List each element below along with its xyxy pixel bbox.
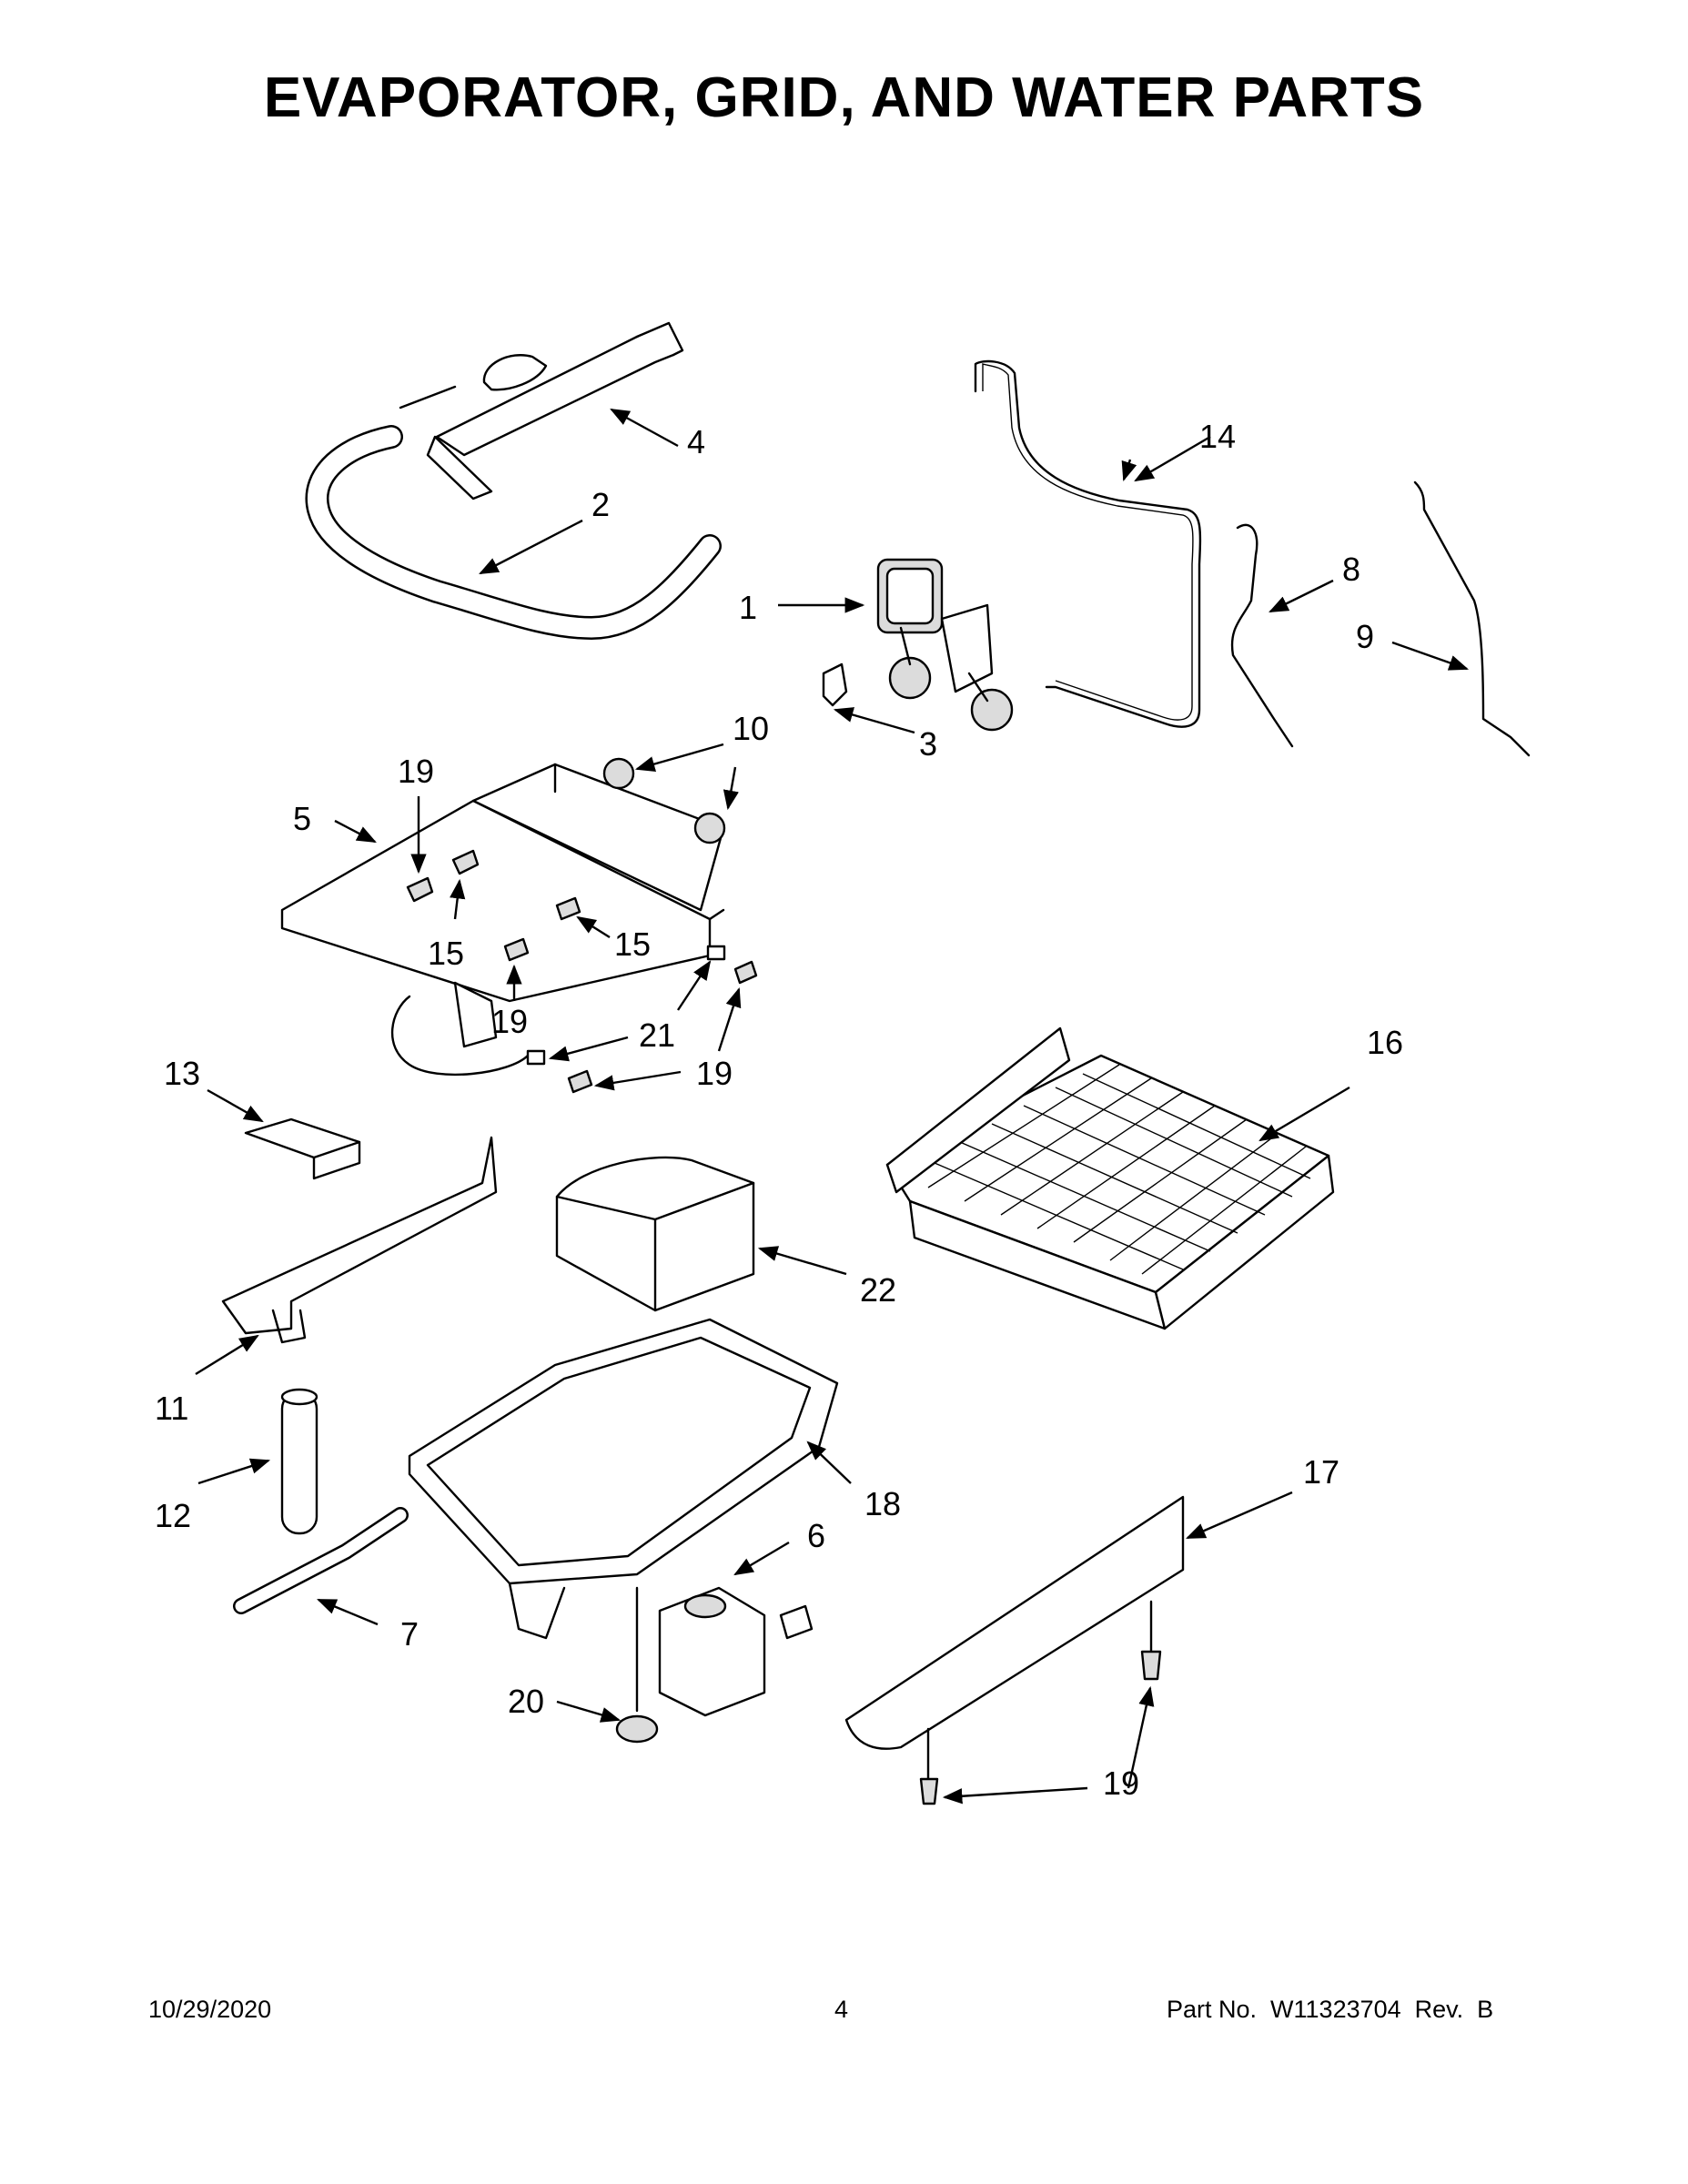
water-tube-9-part [1413,480,1531,757]
ice-grid-16-part [885,1026,1335,1330]
callout-16: 16 [1367,1024,1403,1061]
callout-19a: 19 [398,753,434,790]
callout-5: 5 [293,800,311,837]
callout-19b: 19 [491,1003,528,1040]
callout-labels: 1 2 3 4 5 6 7 8 9 10 11 12 13 14 15 15 1… [155,418,1403,1802]
callout-17: 17 [1303,1453,1339,1491]
screw-19f-part [919,1777,939,1805]
clip-part [822,662,848,707]
screw-19c-part [733,960,758,985]
callout-7: 7 [400,1615,419,1653]
drain-pan-18-part [408,1318,839,1640]
screw-15b-part [555,896,581,921]
callout-15b: 15 [614,925,651,963]
evaporator-bracket-5-part [280,763,725,1077]
evaporator-tube-part [305,425,722,640]
grommet-10b-part [693,812,726,844]
callout-1: 1 [739,589,757,626]
bracket-13-part [244,1117,361,1180]
leader-arrows [195,408,1470,1805]
callout-22: 22 [860,1271,896,1309]
page-title: EVAPORATOR, GRID, AND WATER PARTS [263,66,1425,129]
callout-9: 9 [1356,618,1374,655]
footer-part-number: Part No. W11323704 Rev. B [1167,1996,1494,2023]
screw-19a-part [406,876,434,903]
water-tube-8-part [1230,523,1294,748]
grommet-10a-part [602,757,635,790]
callout-19c: 19 [696,1055,733,1092]
callout-11: 11 [155,1390,188,1427]
callout-19e: 19 [1103,1764,1139,1802]
pump-6-part [658,1586,814,1717]
water-valve-part [876,558,1014,732]
callout-12: 12 [155,1497,191,1534]
callout-14: 14 [1199,418,1236,455]
callout-13: 13 [164,1055,200,1092]
screw-19e-part [1140,1650,1162,1681]
callout-18: 18 [864,1485,901,1522]
cover-22-part [555,1156,755,1312]
callout-21: 21 [639,1016,675,1054]
evaporator-bracket-part [399,321,684,500]
drain-tube-12-part [280,1390,318,1535]
callout-6: 6 [807,1517,825,1554]
nut-20-part [615,1714,659,1744]
screw-15a-part [451,849,480,875]
clip-21a-part [706,945,726,961]
callout-20: 20 [508,1683,544,1720]
callout-4: 4 [687,423,705,460]
panel-17-part [844,1495,1185,1750]
footer-page-number: 4 [834,1996,849,2023]
callout-3: 3 [919,725,937,763]
screw-19b-part [503,937,530,962]
water-trough-part [221,1136,498,1335]
footer-date: 10/29/2020 [148,1996,272,2023]
screw-19d-part [567,1069,593,1094]
callout-10: 10 [733,710,769,747]
water-tube-14-part [974,359,1202,728]
callout-8: 8 [1342,551,1360,588]
callout-15a: 15 [428,935,464,972]
clip-21b-part [526,1049,546,1066]
callout-2: 2 [591,486,610,523]
